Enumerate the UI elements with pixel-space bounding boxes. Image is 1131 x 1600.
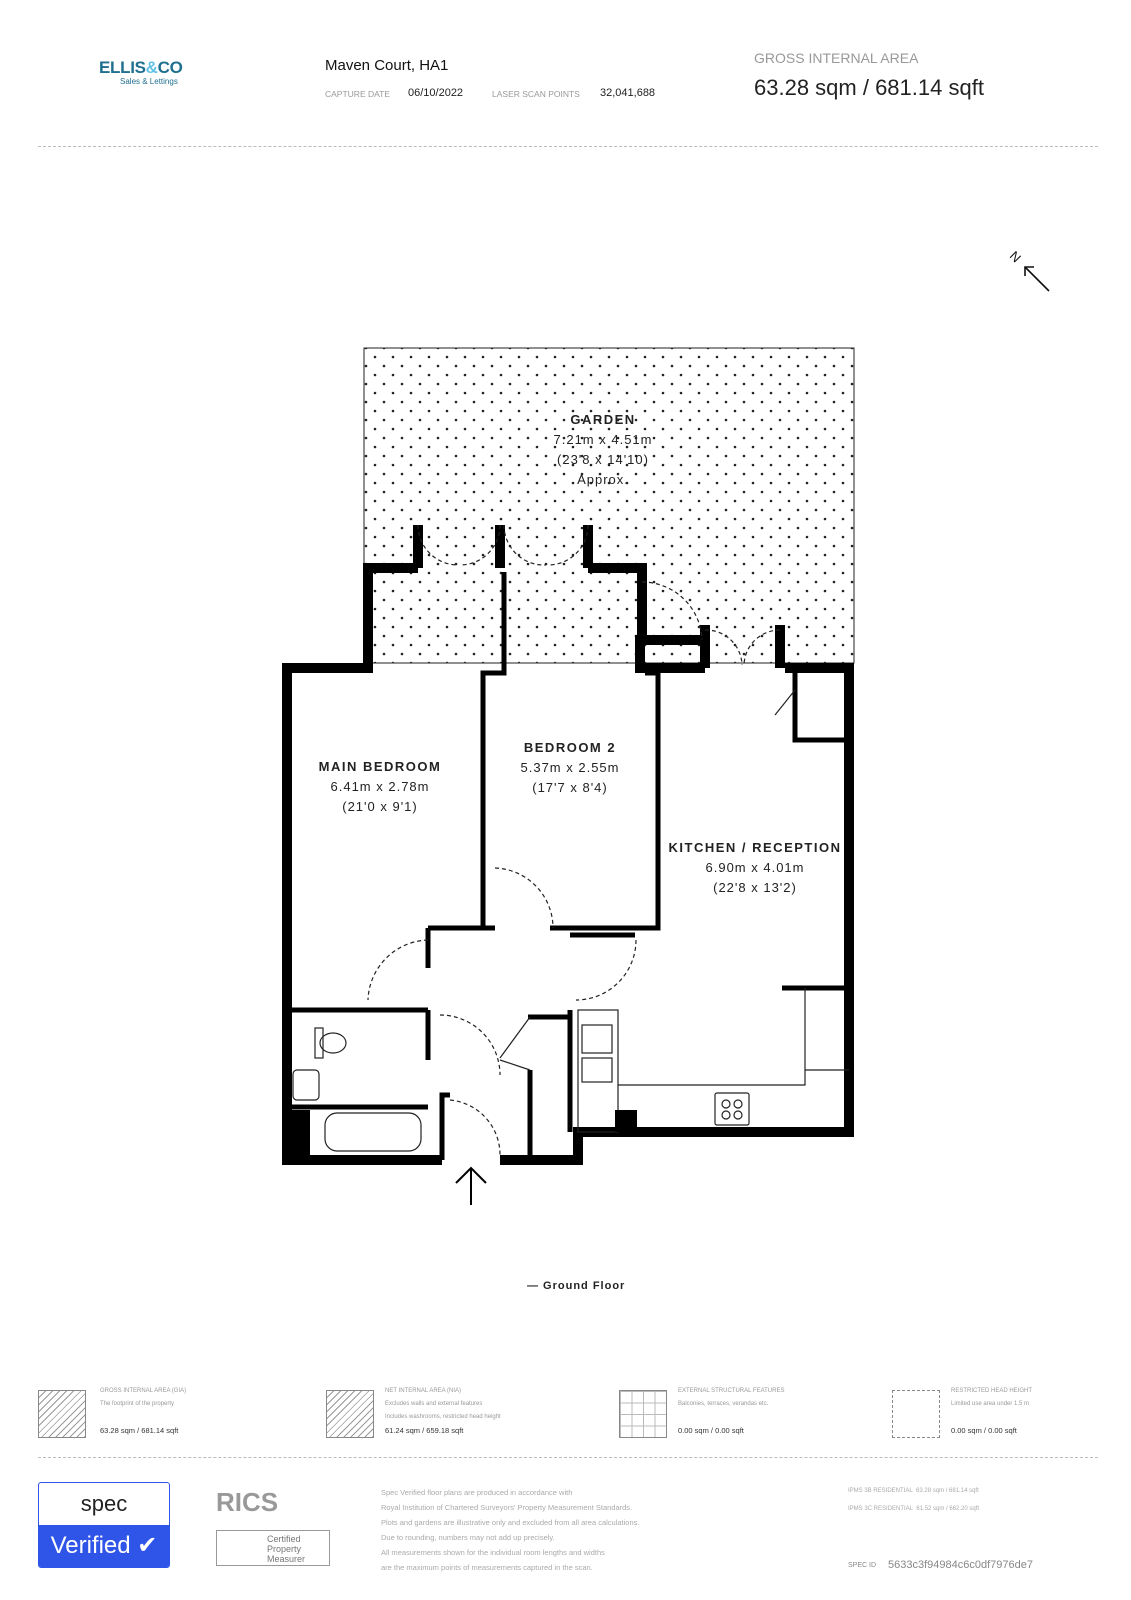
gia-value: 63.28 sqm / 681.14 sqft [754,75,984,100]
entrance-arrow-icon [455,1166,487,1205]
property-title: Maven Court, HA1 [325,57,449,74]
interior-walls [287,572,849,1160]
person-height-icon [892,1390,940,1438]
walls [282,525,854,1165]
sink-icon [581,1024,613,1054]
garden-area [363,347,855,664]
bath-icon [324,1112,422,1152]
ipms-3c: IPMS 3C RESIDENTIAL 61.52 sqm / 662.20 s… [848,1506,980,1512]
compass-icon: N [1007,248,1050,292]
floor-label: — Ground Floor [527,1280,626,1292]
rics-logo: RICS [216,1487,279,1517]
gia-label: GROSS INTERNAL AREA [754,50,919,66]
grid-icon [619,1390,667,1438]
spec-id: 5633c3f94984c6c0df7976de7 [888,1559,1033,1571]
legend-nia: NET INTERNAL AREA (NIA)Excludes walls an… [385,1388,501,1435]
footer-notes: Spec Verified floor plans are produced i… [381,1488,640,1572]
floor-plan-drawing: N [282,248,1050,1205]
logo-tagline: Sales & Lettings [120,77,178,86]
ellis-co-logo: ELLIS&CO [99,58,183,77]
hob-icon [714,1092,750,1126]
ipms-3b: IPMS 3B RESIDENTIAL 63.28 sqm / 681.14 s… [848,1488,979,1494]
spec-id-label: SPEC ID [848,1562,877,1569]
toilet-icon [314,1027,324,1059]
hatched-plan-icon [326,1390,374,1438]
basin-icon [292,1069,320,1101]
fixtures [292,689,849,1152]
legend-gia: GROSS INTERNAL AREA (GIA)The footprint o… [100,1388,187,1435]
svg-text:N: N [1007,248,1024,265]
divider [38,1457,1098,1458]
kitchen-counter [577,1009,619,1133]
doors [367,524,781,1156]
spec-verified-badge: spec Verified ✔ [38,1482,170,1568]
scan-points-label: LASER SCAN POINTS [492,89,580,99]
hatched-square-icon [38,1390,86,1438]
capture-date: 06/10/2022 [408,87,464,99]
divider [38,146,1098,147]
scan-points: 32,041,688 [600,87,656,99]
capture-date-label: CAPTURE DATE [325,89,391,99]
